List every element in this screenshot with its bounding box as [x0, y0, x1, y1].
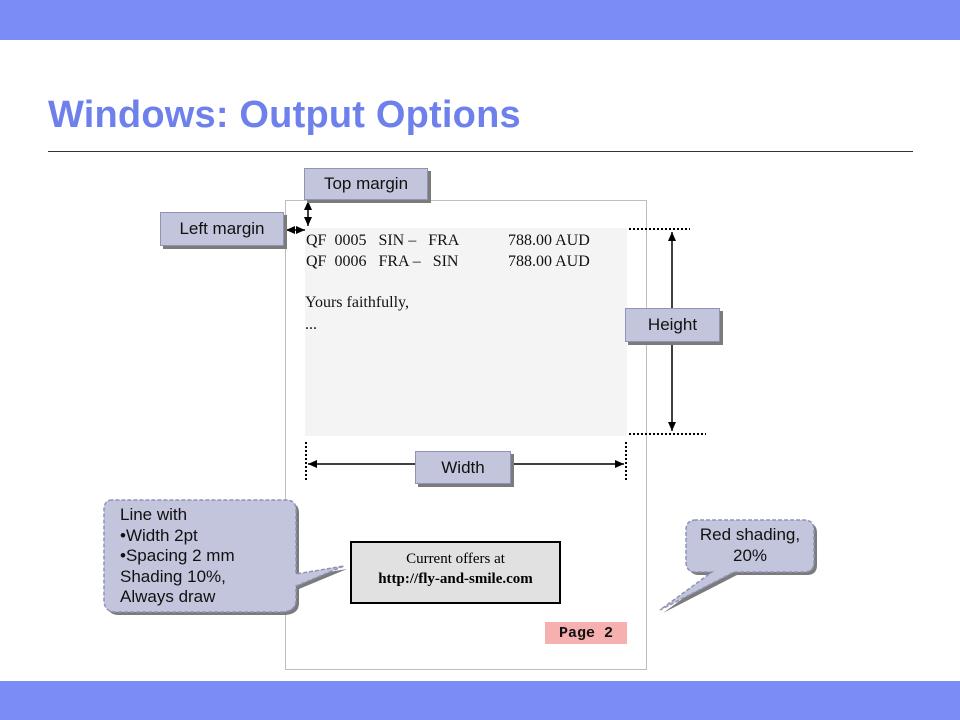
top-band: [0, 0, 960, 40]
width-label: Width: [415, 451, 511, 484]
callout-right-text: Red shading, 20%: [694, 525, 806, 566]
callout-right-line-2: 20%: [732, 545, 768, 565]
callout-right-line-1: Red shading,: [699, 525, 801, 544]
offer-box: Current offers at http://fly-and-smile.c…: [350, 541, 561, 604]
callout-left-text: Line with •Width 2pt •Spacing 2 mm Shadi…: [120, 505, 235, 608]
text-area: [305, 228, 627, 436]
slide-title: Windows: Output Options: [48, 94, 521, 136]
letter-amount-1: 788.00 AUD: [508, 232, 590, 249]
letter-row-2: QF 0006 FRA – SIN: [306, 253, 459, 270]
bottom-band: [0, 681, 960, 720]
left-margin-label: Left margin: [160, 212, 284, 246]
letter-closing: Yours faithfully,: [305, 294, 410, 311]
height-label: Height: [625, 308, 720, 342]
callout-left-line-4: Shading 10%,: [120, 566, 226, 586]
letter-row-1: QF 0005 SIN – FRA: [306, 232, 460, 249]
callout-left-line-2: •Width 2pt: [120, 525, 198, 545]
title-divider: [48, 151, 913, 152]
top-margin-label: Top margin: [304, 168, 428, 200]
offer-url: http://fly-and-smile.com: [378, 571, 533, 587]
page-number-label: Page 2: [545, 622, 627, 644]
callout-left-line-1: Line with: [120, 505, 188, 524]
letter-amount-2: 788.00 AUD: [508, 253, 590, 270]
letter-ellipsis: ...: [305, 316, 317, 333]
callout-left-line-5: Always draw: [120, 587, 216, 606]
callout-left-line-3: •Spacing 2 mm: [120, 546, 235, 565]
offer-line-1: Current offers at: [406, 551, 505, 567]
callout-left-shape: [103, 499, 347, 615]
callout-right-shape: [659, 519, 817, 613]
